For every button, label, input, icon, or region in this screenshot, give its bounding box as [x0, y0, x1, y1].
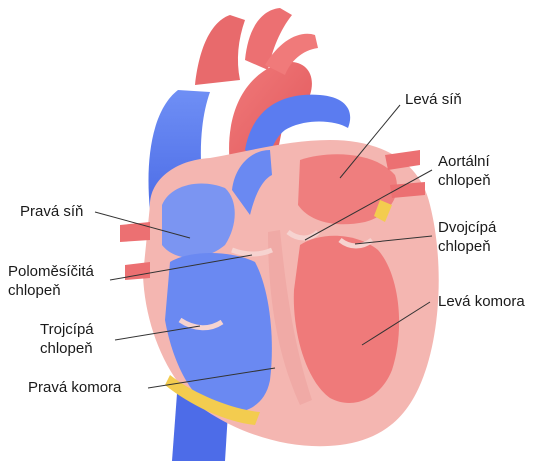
label-right-ventricle: Pravá komora: [28, 378, 121, 397]
label-tricuspid-valve-line1: Trojcípá: [40, 320, 94, 339]
label-right-atrium-text: Pravá síň: [20, 202, 83, 221]
label-right-ventricle-text: Pravá komora: [28, 378, 121, 397]
label-bicuspid-valve: Dvojcípá chlopeň: [438, 218, 496, 256]
label-tricuspid-valve-line2: chlopeň: [40, 339, 94, 358]
label-tricuspid-valve: Trojcípá chlopeň: [40, 320, 94, 358]
label-aortic-valve: Aortální chlopeň: [438, 152, 491, 190]
label-pulmonary-valve-line1: Poloměsíčitá: [8, 262, 94, 281]
label-aortic-valve-line1: Aortální: [438, 152, 491, 171]
label-left-ventricle: Levá komora: [438, 292, 525, 311]
label-left-atrium: Levá síň: [405, 90, 462, 109]
label-bicuspid-valve-line1: Dvojcípá: [438, 218, 496, 237]
label-aortic-valve-line2: chlopeň: [438, 171, 491, 190]
label-pulmonary-valve-line2: chlopeň: [8, 281, 94, 300]
label-bicuspid-valve-line2: chlopeň: [438, 237, 496, 256]
label-left-atrium-text: Levá síň: [405, 90, 462, 109]
label-pulmonary-valve: Poloměsíčitá chlopeň: [8, 262, 94, 300]
label-right-atrium: Pravá síň: [20, 202, 83, 221]
label-left-ventricle-text: Levá komora: [438, 292, 525, 311]
